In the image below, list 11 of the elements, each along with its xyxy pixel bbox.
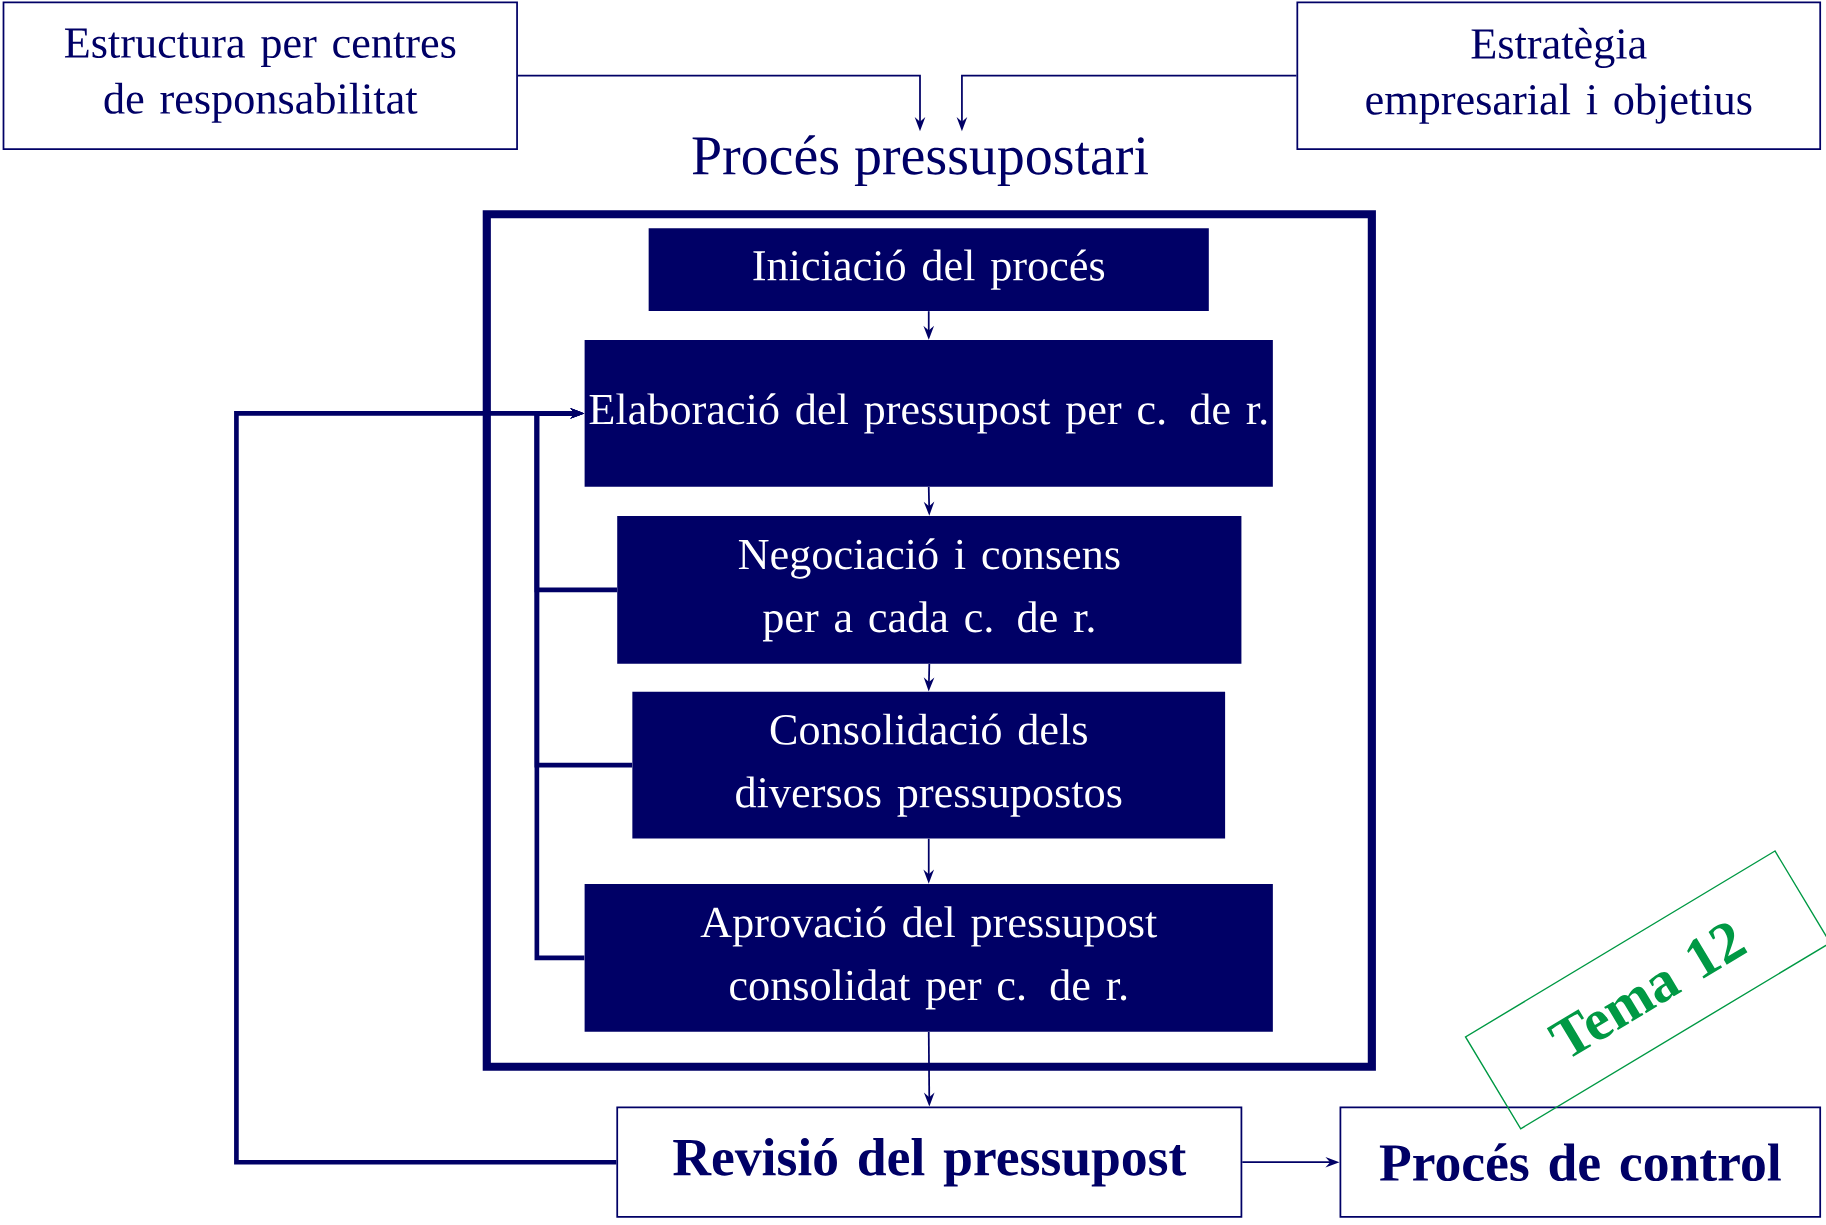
process-box: Aprovació del pressupost consolidat per c. de r.	[584, 883, 1273, 1032]
process-box: Iniciació del procés	[648, 228, 1209, 311]
text-box: Estratègia empresarial i objetius	[1296, 1, 1822, 150]
text-box: Estructura per centres de responsabilitat	[2, 1, 518, 150]
arrow	[534, 407, 585, 961]
process-box: Negociació i consens per a cada c. de r.	[617, 515, 1242, 664]
process-box: Consolidació dels diversos pressupostos	[632, 691, 1226, 839]
text-box: Revisió del pressupost	[616, 1106, 1243, 1218]
process-box: Elaboració del pressupost per c. de r.	[584, 340, 1273, 487]
text-box: Procés de control	[1339, 1106, 1822, 1218]
heading: Procés pressupostari	[692, 135, 1148, 187]
